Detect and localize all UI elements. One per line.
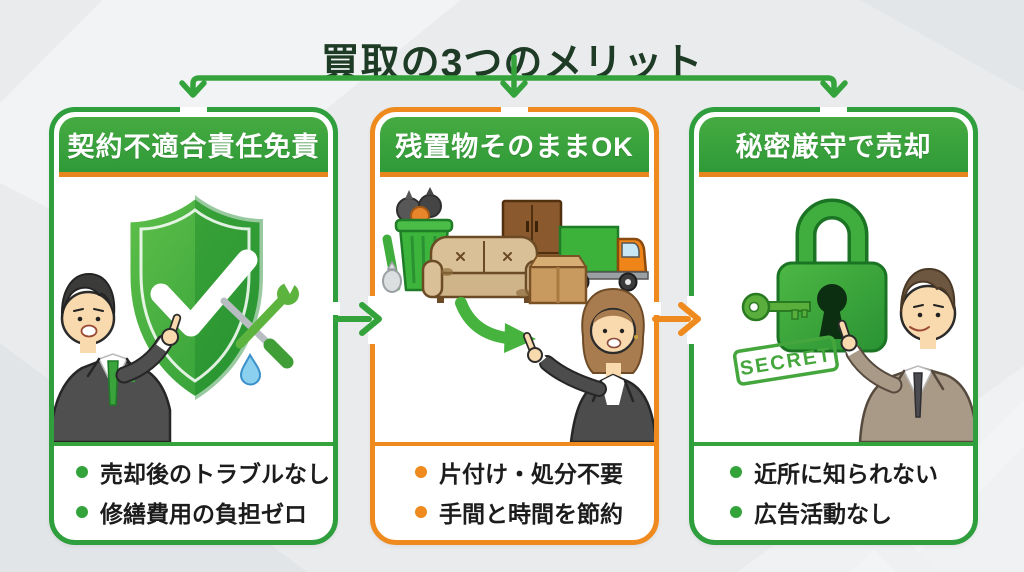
bullet-label: 片付け・処分不要 [439,461,623,487]
card-leftover-items-ok: 残置物そのままOK [370,107,659,545]
card-divider [375,442,654,446]
bullet-dot-icon [730,506,742,518]
bullet-dot-icon [415,466,427,478]
card-header: 秘密厳守で売却 [699,117,968,177]
water-drop-icon [239,352,262,386]
leftover-items-illustration-area [375,177,654,442]
bullet-item: 修繕費用の負担ゼロ [54,492,333,532]
bullet-list: 近所に知られない 広告活動なし [694,452,973,532]
padlock-illustration-area: SECRET [694,177,973,442]
bullet-dot-icon [76,466,88,478]
card-contract-nonconformity-exemption: 契約不適合責任免責 [49,107,338,545]
card-header-label: 秘密厳守で売却 [735,132,932,162]
bullet-list: 片付け・処分不要 手間と時間を節約 [375,452,654,532]
bullet-item: 手間と時間を節約 [375,492,654,532]
businesswoman-illustration [523,288,654,442]
card-confidential-sale: 秘密厳守で売却 [689,107,978,545]
leftover-items-illustration [382,187,654,442]
bullet-label: 近所に知られない [754,461,938,487]
bullet-label: 修繕費用の負担ゼロ [100,501,307,527]
bullet-item: 売却後のトラブルなし [54,452,333,492]
cardboard-box-icon [528,255,588,305]
card-header: 契約不適合責任免責 [59,117,328,177]
bullet-label: 手間と時間を節約 [439,501,623,527]
bullet-dot-icon [76,506,88,518]
card-header: 残置物そのままOK [380,117,649,177]
curved-arrow-icon [455,297,536,353]
bullet-item: 広告活動なし [694,492,973,532]
bullet-dot-icon [415,506,427,518]
card-divider [694,442,973,446]
shield-check-illustration [54,191,299,442]
bullet-dot-icon [730,466,742,478]
sofa-icon [421,235,547,303]
card-header-label: 契約不適合責任免責 [67,132,320,162]
padlock-secret-illustration: SECRET [732,198,973,442]
bullet-label: 広告活動なし [754,501,892,527]
card-divider [54,442,333,446]
padlock-icon [776,198,888,353]
shield-illustration-area [54,177,333,442]
bullet-item: 近所に知られない [694,452,973,492]
bullet-list: 売却後のトラブルなし 修繕費用の負担ゼロ [54,452,333,532]
page-title: 買取の3つのメリット [320,42,704,86]
card-header-label: 残置物そのままOK [395,132,634,162]
key-icon [741,292,811,322]
bullet-item: 片付け・処分不要 [375,452,654,492]
bullet-label: 売却後のトラブルなし [100,461,330,487]
